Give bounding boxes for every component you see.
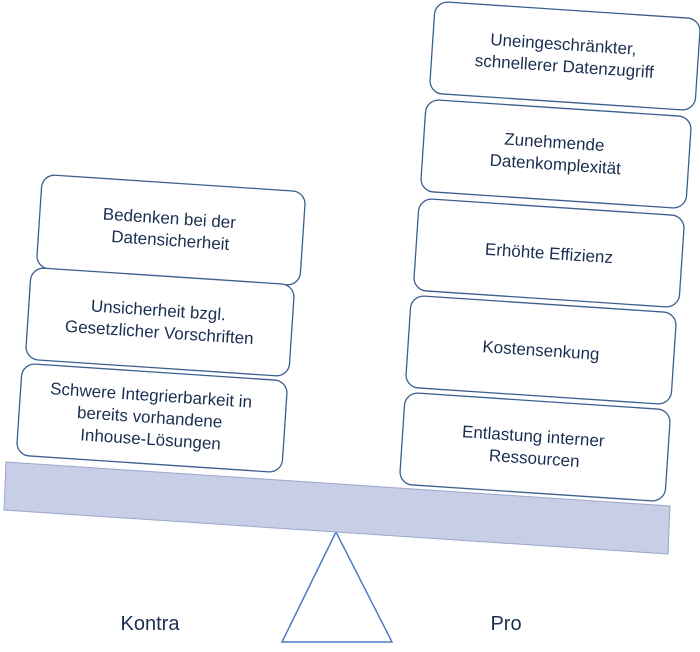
contra-item-3: Schwere Integrierbarkeit in bereits vorh… xyxy=(16,363,288,473)
contra-item-2: Unsicherheit bzgl. Gesetzlicher Vorschri… xyxy=(25,267,295,377)
contra-label: Kontra xyxy=(121,613,181,635)
pro-item-3: Erhöhte Effizienz xyxy=(413,198,685,308)
pro-item-2: Zunehmende Datenkomplexität xyxy=(420,99,692,209)
pro-label: Pro xyxy=(490,613,521,635)
pro-item-5: Entlastung interner Ressourcen xyxy=(399,392,671,502)
contra-item-1: Bedenken bei der Datensicherheit xyxy=(36,174,306,286)
pro-item-4: Kostensenkung xyxy=(405,295,677,405)
fulcrum-triangle xyxy=(280,530,394,643)
pro-item-1: Uneingeschränkter, schnellerer Datenzugr… xyxy=(429,1,700,111)
balance-beam xyxy=(3,461,671,555)
